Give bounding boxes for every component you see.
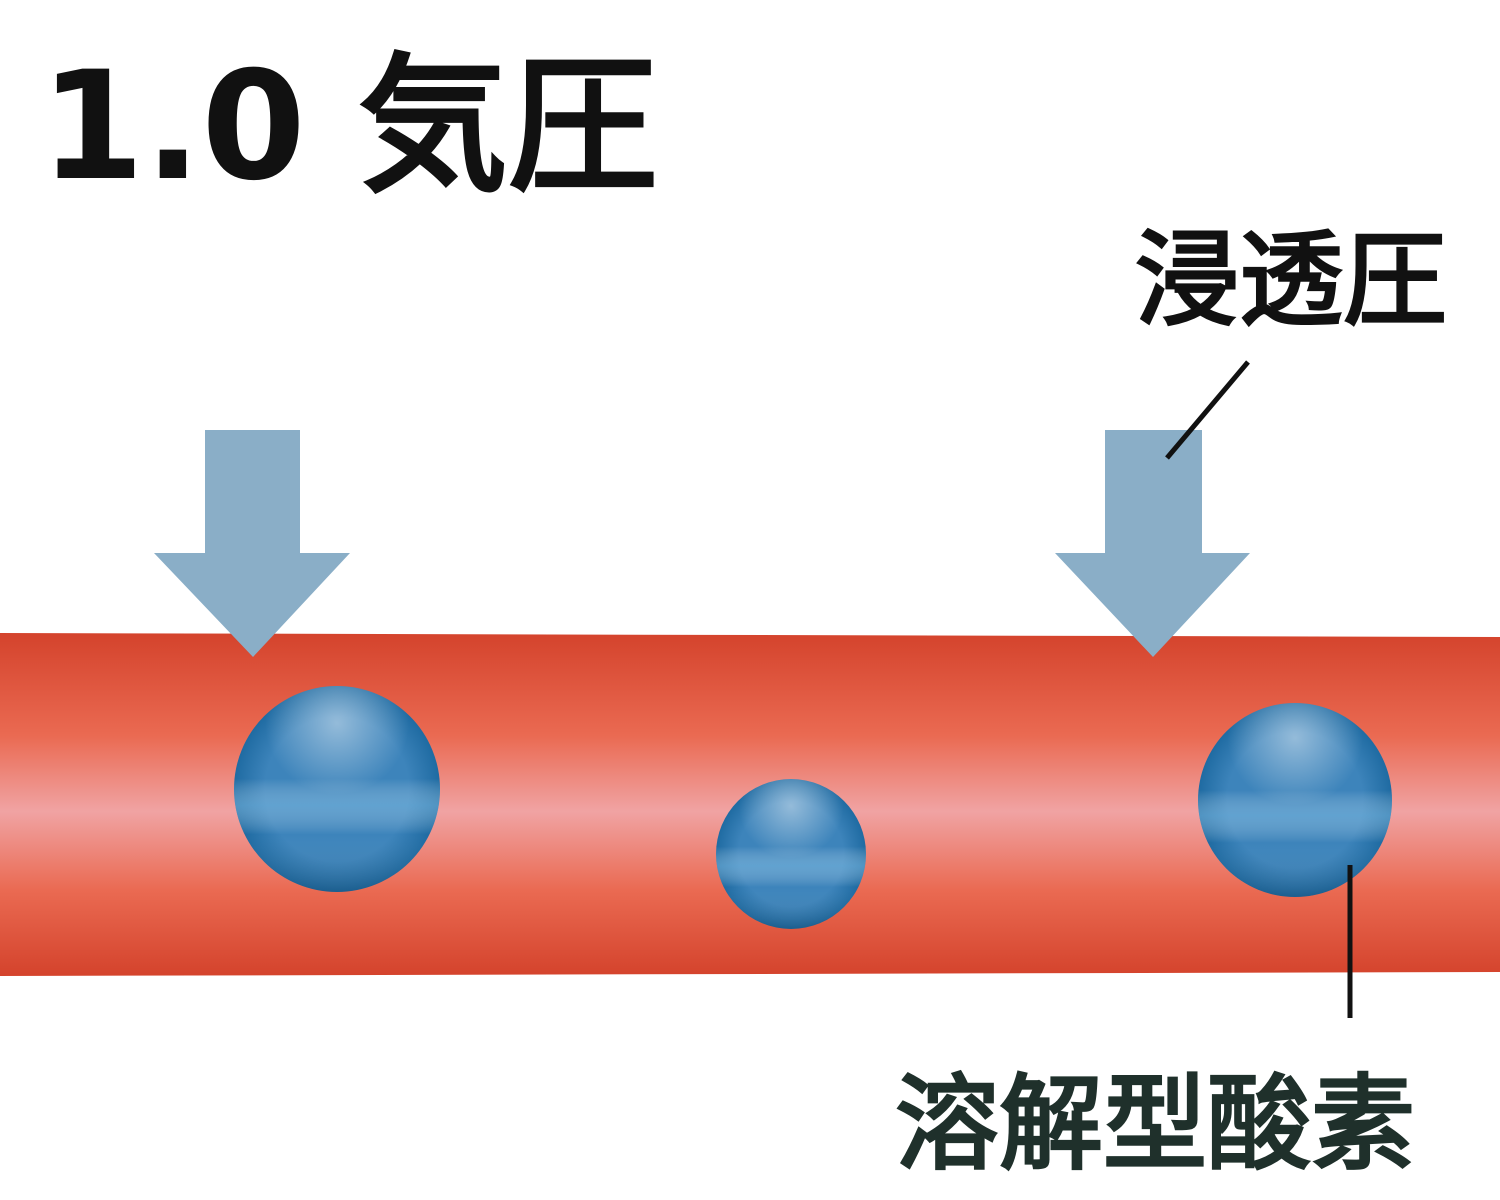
oxygen-molecule-icon bbox=[1198, 703, 1392, 897]
osmotic-pressure-leader-line bbox=[1165, 360, 1250, 460]
pressure-arrow-icon bbox=[154, 430, 350, 657]
dissolved-oxygen-label: 溶解型酸素 bbox=[895, 1063, 1416, 1185]
page-title: 1.0 気圧 bbox=[40, 40, 658, 214]
osmotic-pressure-label: 浸透圧 bbox=[1135, 219, 1448, 341]
pressure-arrow-icon bbox=[1055, 430, 1250, 657]
oxygen-molecule-icon bbox=[716, 779, 866, 929]
oxygen-molecule-icon bbox=[234, 686, 440, 892]
